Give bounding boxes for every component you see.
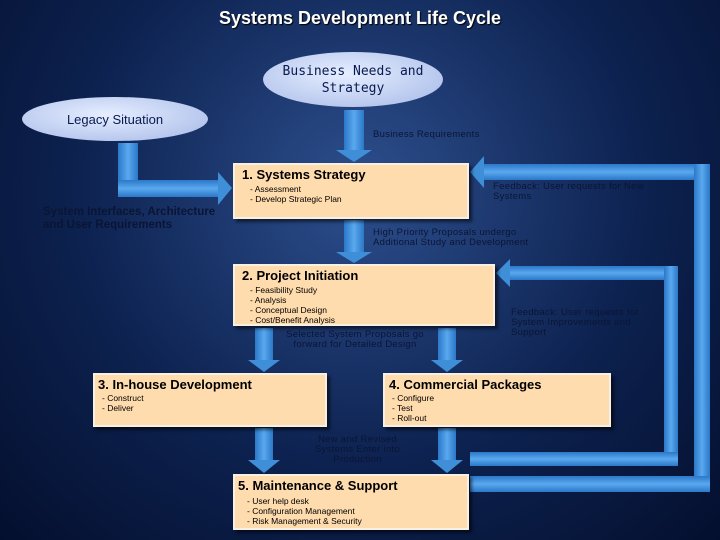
step-item: - Configure <box>392 393 435 403</box>
step-item: - Construct <box>102 393 144 403</box>
step-title: 2. Project Initiation <box>242 268 359 283</box>
selected-proposals-label: Selected System Proposals go forward for… <box>286 329 424 350</box>
step-items: - Configure - Test - Roll-out <box>392 393 434 423</box>
step-item: - Roll-out <box>392 413 427 423</box>
arrow-business-to-strategy <box>336 110 372 162</box>
arrow-packages-to-maintenance <box>431 428 463 473</box>
feedback-improvements-label: Feedback: User requests for System Impro… <box>511 307 639 338</box>
step-item: - Feasibility Study <box>250 285 318 295</box>
system-interfaces-label: System Interfaces, Architecture and User… <box>43 206 216 231</box>
legacy-situation-oval: Legacy Situation <box>22 97 208 141</box>
step-item: - Analysis <box>250 295 287 305</box>
step-commercial-packages: 4. Commercial Packages - Configure - Tes… <box>383 373 611 427</box>
step-items: - Feasibility Study - Analysis - Concept… <box>250 285 335 325</box>
step-title: 1. Systems Strategy <box>242 167 366 182</box>
arrow-strategy-to-initiation <box>336 220 372 263</box>
page-title: Systems Development Life Cycle <box>218 8 502 28</box>
arrow-initiation-to-development <box>248 328 280 372</box>
step-title: 5. Maintenance & Support <box>238 478 398 493</box>
step-item: - Deliver <box>102 403 134 413</box>
step-item: - Develop Strategic Plan <box>250 194 342 204</box>
step-item: - Assessment <box>250 184 302 194</box>
business-requirements-label: Business Requirements <box>373 129 480 140</box>
step-maintenance-support: 5. Maintenance & Support - User help des… <box>233 474 469 530</box>
step-item: - Cost/Benefit Analysis <box>250 315 336 325</box>
arrow-legacy-to-strategy <box>118 143 232 205</box>
arrow-feedback-new-systems <box>470 156 710 492</box>
step-item: - Conceptual Design <box>250 305 328 315</box>
step-item: - User help desk <box>247 496 309 506</box>
step-item: - Risk Management & Security <box>247 516 362 526</box>
step-items: - User help desk - Configuration Managem… <box>247 496 362 526</box>
step-title: 3. In-house Development <box>98 377 252 392</box>
arrow-initiation-to-packages <box>431 328 463 372</box>
new-revised-systems-label: New and Revised Systems Enter into Produ… <box>314 434 401 465</box>
feedback-new-systems-label: Feedback: User requests for New Systems <box>493 181 644 202</box>
arrow-feedback-improvements <box>470 259 678 466</box>
arrow-development-to-maintenance <box>248 428 280 473</box>
high-priority-label: High Priority Proposals undergo Addition… <box>373 227 529 248</box>
step-items: - Assessment - Develop Strategic Plan <box>250 184 342 204</box>
step-inhouse-development: 3. In-house Development - Construct - De… <box>93 373 327 427</box>
step-items: - Construct - Deliver <box>102 393 144 413</box>
step-systems-strategy: 1. Systems Strategy - Assessment - Devel… <box>233 163 469 219</box>
business-needs-oval: Business Needs and Strategy <box>263 52 443 107</box>
step-project-initiation: 2. Project Initiation - Feasibility Stud… <box>233 264 495 326</box>
step-item: - Test <box>392 403 413 413</box>
step-title: 4. Commercial Packages <box>389 377 542 392</box>
step-item: - Configuration Management <box>247 506 355 516</box>
